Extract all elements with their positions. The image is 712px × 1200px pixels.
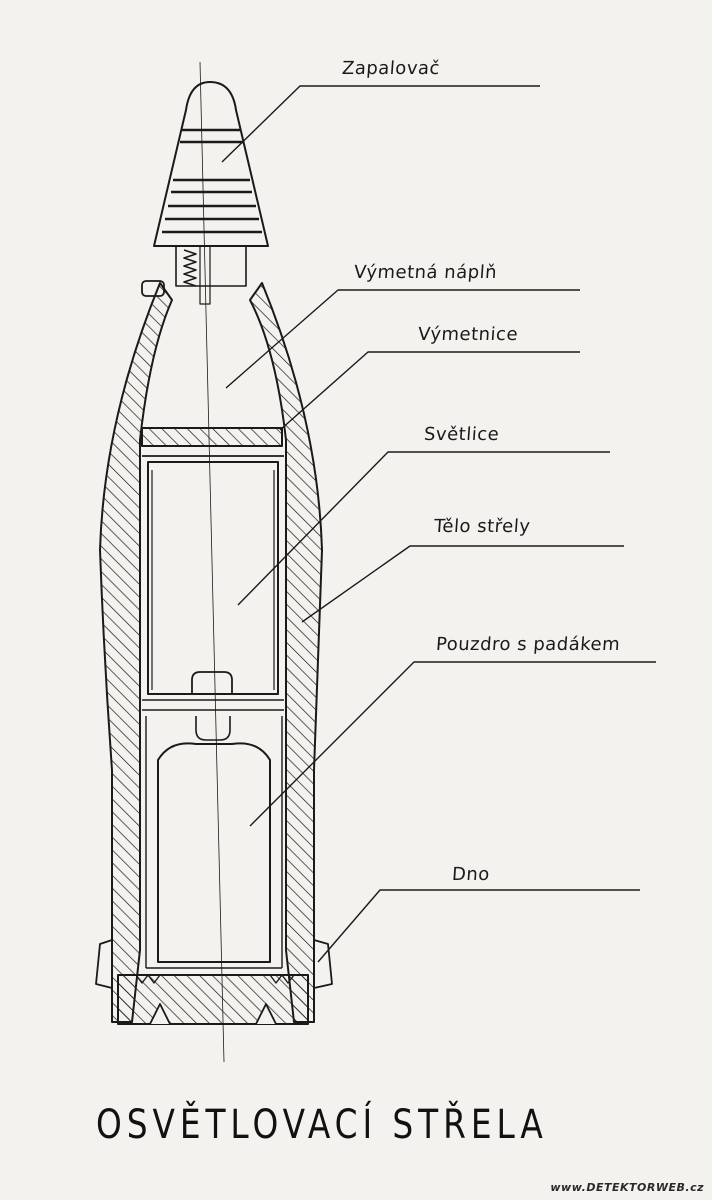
label-vymetna-napln: Výmetná náplň bbox=[353, 262, 498, 283]
driving-band-left bbox=[95, 939, 113, 989]
diagram-title: OSVĚTLOVACÍ STŘELA bbox=[96, 1102, 548, 1148]
label-dno: Dno bbox=[451, 864, 491, 885]
body-wall-right bbox=[249, 282, 323, 1023]
leader-lines bbox=[221, 85, 656, 963]
center-axis bbox=[199, 61, 225, 1063]
label-vymetnice: Výmetnice bbox=[417, 324, 519, 345]
flare bbox=[147, 461, 279, 695]
label-pouzdro: Pouzdro s padákem bbox=[435, 634, 621, 655]
driving-band-right bbox=[313, 939, 333, 989]
label-telo-strely: Tělo střely bbox=[433, 516, 532, 537]
label-svetlice: Světlice bbox=[423, 424, 500, 445]
base-notch-left bbox=[149, 1003, 171, 1025]
fuze-bands bbox=[162, 128, 262, 234]
fuze-neck bbox=[175, 246, 247, 287]
parachute-canister bbox=[157, 742, 271, 963]
flare-connector bbox=[191, 671, 233, 695]
fuze-spring bbox=[183, 249, 197, 287]
base-notch-right bbox=[255, 1003, 277, 1025]
fuze bbox=[153, 81, 269, 247]
ejector-plate bbox=[141, 427, 283, 447]
label-zapalovac: Zapalovač bbox=[341, 58, 441, 79]
base-threads bbox=[135, 974, 295, 984]
watermark: www.DETEKTORWEB.cz bbox=[550, 1181, 704, 1194]
base-plug bbox=[117, 974, 309, 1025]
body-wall-left bbox=[99, 282, 173, 1023]
